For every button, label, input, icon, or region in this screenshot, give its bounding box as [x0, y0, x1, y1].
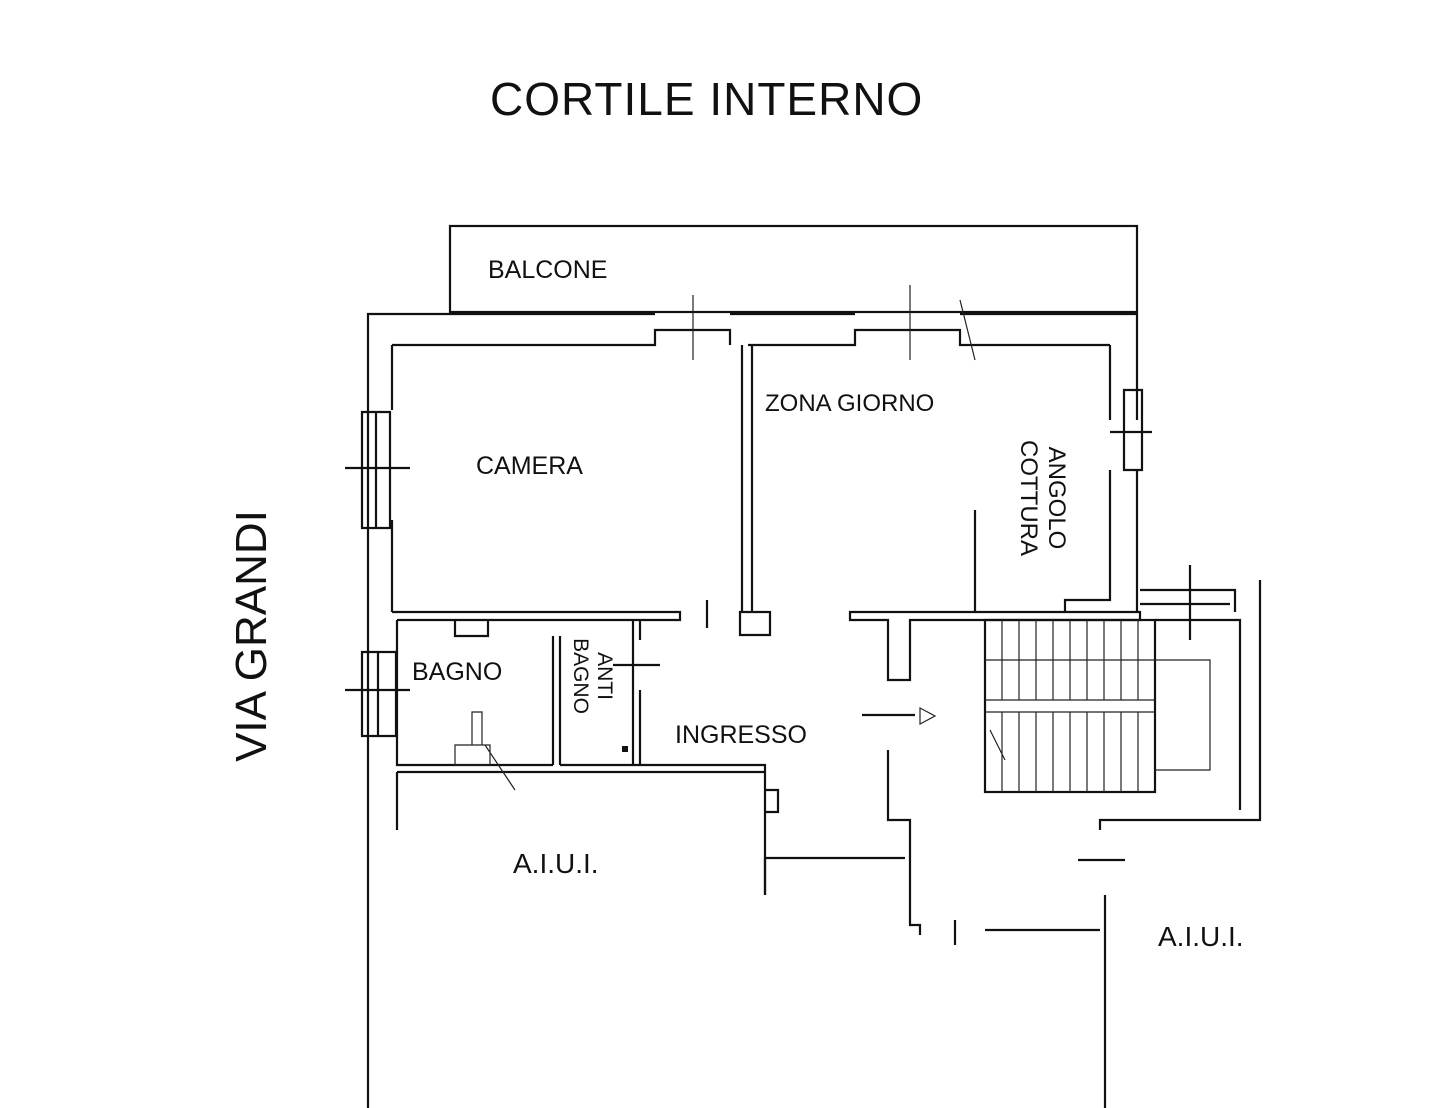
room-label-camera: CAMERA	[476, 452, 583, 480]
room-label-anti-bagno: ANTI BAGNO	[569, 638, 616, 714]
entrance-arrow-icon	[919, 707, 937, 725]
room-label-bagno: BAGNO	[412, 658, 503, 686]
entrance-walls	[763, 713, 1125, 1108]
room-label-zona-giorno: ZONA GIORNO	[765, 390, 935, 417]
room-label-balcone: BALCONE	[488, 256, 608, 284]
central-wall	[392, 600, 1142, 682]
inner-wall-left	[390, 328, 1110, 612]
bagno-walls	[395, 620, 767, 895]
staircase	[983, 565, 1262, 830]
wc-fixture	[454, 711, 516, 791]
aiui-side-walls	[765, 788, 780, 814]
street-label-via-grandi: VIA GRANDI	[227, 510, 276, 762]
room-label-ingresso: INGRESSO	[675, 721, 807, 749]
room-label-angolo-cottura: ANGOLO COTTURA	[1015, 440, 1070, 556]
title-cortile-interno: CORTILE INTERNO	[490, 73, 924, 125]
camera-partition	[738, 345, 772, 637]
balcony-outline	[448, 224, 1139, 314]
outer-wall	[366, 312, 1139, 1108]
left-window-camera	[345, 410, 410, 530]
room-label-aiui-left: A.I.U.I.	[513, 848, 599, 879]
anti-bagno-marker	[622, 746, 628, 752]
top-window-marks	[692, 285, 976, 361]
room-label-aiui-right: A.I.U.I.	[1158, 921, 1244, 952]
right-window	[1110, 388, 1152, 472]
left-window-bagno	[345, 650, 410, 738]
